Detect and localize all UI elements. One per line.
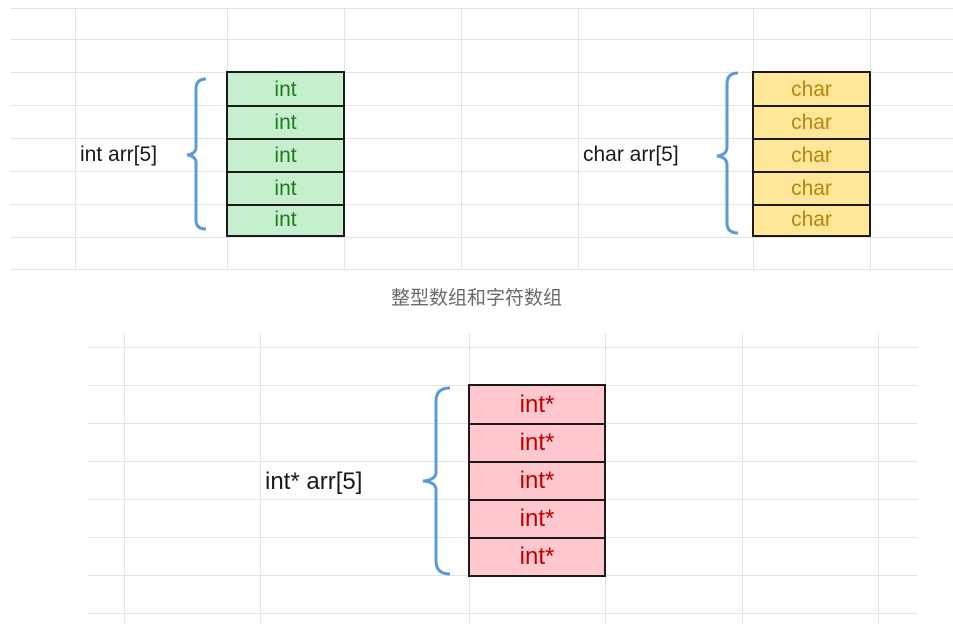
char-array-cell: char — [791, 176, 832, 200]
figure-caption: 整型数组和字符数组 — [390, 287, 562, 309]
pointer-array-cell: int* — [519, 505, 555, 532]
int-array-cell: int — [274, 143, 297, 167]
int-array-cell: int — [274, 110, 297, 134]
pointer-array-cells: int* int* int* int* int* — [468, 384, 606, 577]
pointer-array-cell: int* — [519, 391, 555, 418]
int-array-cell: int — [274, 176, 297, 200]
int-array-cell: int — [274, 77, 297, 101]
int-array-declaration: int arr[5] — [80, 143, 158, 166]
pointer-array-cell: int* — [519, 542, 555, 570]
char-array-cell: char — [791, 77, 832, 101]
pointer-array-cell: int* — [519, 429, 555, 456]
char-array-cells: char char char char char — [752, 71, 871, 237]
int-array-cells: int int int int int — [226, 71, 345, 237]
int-array-cell: int — [274, 208, 297, 231]
pointer-array-cell: int* — [519, 467, 555, 494]
char-array-cell: char — [791, 110, 832, 134]
char-array-cell: char — [791, 143, 832, 167]
pointer-array-declaration: int* arr[5] — [265, 468, 363, 495]
char-array-cell: char — [791, 208, 832, 231]
char-array-declaration: char arr[5] — [583, 143, 679, 166]
